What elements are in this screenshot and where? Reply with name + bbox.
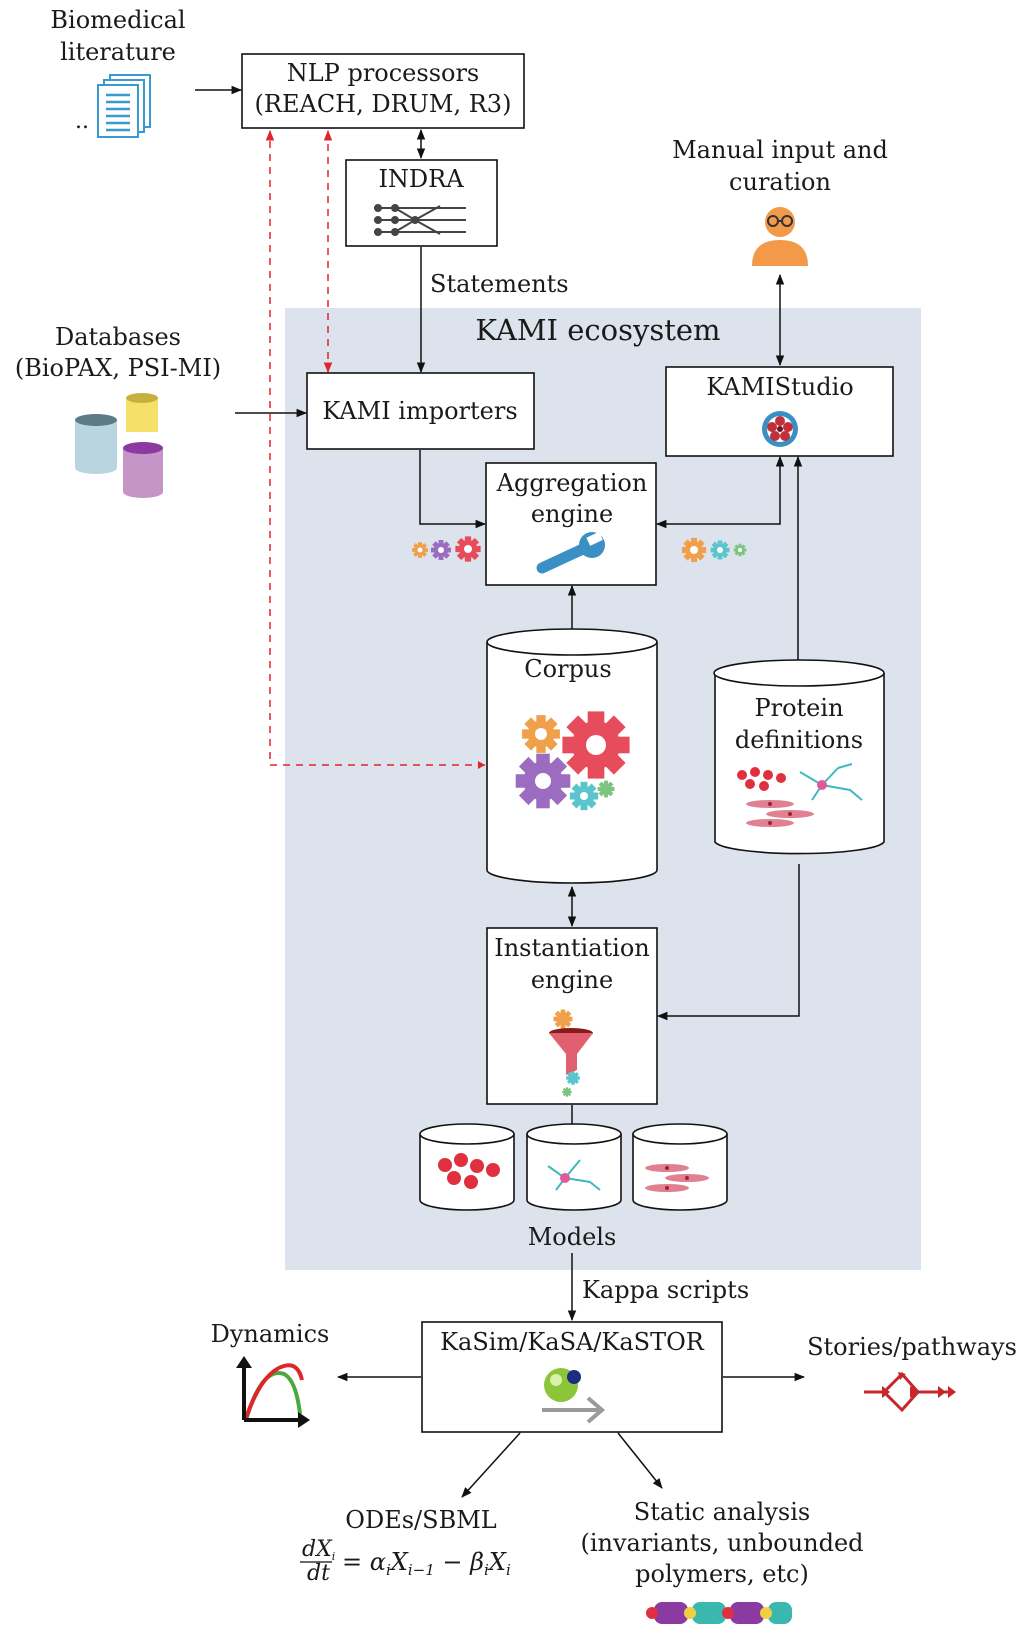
dashed-arrow-corpus-head [478,761,485,769]
static-line2: (invariants, unbounded [580,1529,863,1557]
instantiation-line1: Instantiation [494,934,650,962]
document-stack-icon [97,74,151,138]
kappa-scripts-label: Kappa scripts [582,1276,749,1304]
polymer-chain-icon [646,1602,792,1624]
muscle-cells-icon [746,800,814,827]
nlp-processors-line1: NLP processors [287,59,480,87]
kamistudio-label: KAMIStudio [706,373,853,401]
static-line1: Static analysis [634,1498,810,1526]
literature-dots: .. [75,109,89,134]
databases-label-line2: (BioPAX, PSI-MI) [15,354,221,382]
kasim-label: KaSim/KaSA/KaSTOR [440,1328,705,1356]
databases-label-line1: Databases [55,323,181,351]
dashed-arrow-corpus-to-nlp [265,129,485,766]
gear-icon [412,536,481,562]
literature-label-line2: literature [60,38,176,66]
arrow-kasim-to-odes [461,1432,521,1498]
network-flow-icon [374,204,466,236]
kami-importers-label: KAMI importers [322,397,517,425]
literature-label-line1: Biomedical [50,6,185,34]
arrow-importers-to-aggregation [419,450,487,529]
cells-icon [737,767,786,791]
arrow-protein-to-instantiation [656,864,800,1021]
aggregation-line1: Aggregation [496,469,648,497]
arrow-studio-aggregation [655,455,785,529]
manual-label-line1: Manual input and [672,136,888,164]
protein-definitions-database [713,659,885,855]
neuron-icon [799,763,863,801]
odes-label: ODEs/SBML [345,1506,496,1534]
nlp-processors-line2: (REACH, DRUM, R3) [255,90,512,118]
arrow-kasim-to-static [617,1432,663,1489]
gear-icon [515,711,630,811]
stories-label: Stories/pathways [807,1333,1017,1361]
pathway-icon [864,1371,956,1413]
wrench-icon [536,531,605,574]
funnel-icon [549,1009,593,1097]
statements-label: Statements [430,270,569,298]
studio-flower-icon [762,411,798,447]
nlp-processors-box [241,53,525,129]
indra-label: INDRA [378,165,464,193]
ode-equation: dXi dt = αiXi−1 − βiXi [300,1537,511,1586]
corpus-label: Corpus [524,655,611,683]
instantiation-line2: engine [531,966,613,994]
cells-icon [438,1153,500,1189]
kami-importers-box [306,372,535,450]
dynamics-label: Dynamics [211,1320,330,1348]
dynamics-plot-icon [236,1356,310,1428]
svg-text:dt: dt [307,1561,330,1586]
model-database [419,1123,515,1211]
protein-line2: definitions [735,726,863,754]
gear-icon [681,537,747,563]
model-database [526,1123,622,1211]
protein-line1: Protein [754,694,843,722]
aggregation-line2: engine [531,500,613,528]
neuron-icon [547,1159,601,1191]
svg-text:dXi: dXi [302,1537,335,1563]
models-label: Models [528,1223,617,1251]
molecule-arrow-icon [542,1368,606,1424]
person-icon [752,207,808,266]
muscle-cells-icon [645,1164,709,1192]
kami-ecosystem-title: KAMI ecosystem [475,313,720,347]
manual-label-line2: curation [729,168,831,196]
static-line3: polymers, etc) [635,1560,809,1588]
model-database [632,1123,728,1211]
svg-text:= αiXi−1 − βiXi: = αiXi−1 − βiXi [342,1548,511,1579]
database-cylinders-icon [75,393,163,498]
